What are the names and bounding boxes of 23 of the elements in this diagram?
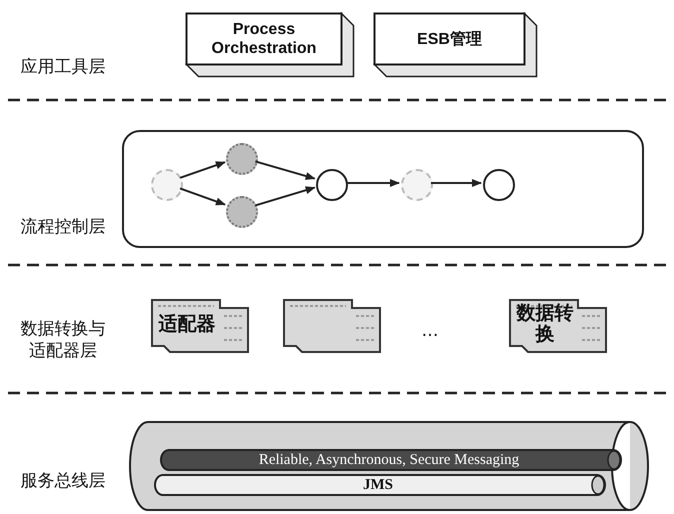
layer-label: 数据转换与适配器层 [20,318,106,362]
flow-node-circle [316,169,348,201]
arrow [180,187,226,206]
layer-label: 应用工具层 [20,56,106,78]
bus-pipe-drawing [128,420,652,512]
arrow [255,160,316,180]
arrow [180,161,226,179]
flow-node-circle [226,196,258,228]
layer-label: 服务总线层 [20,470,106,492]
arrow [431,179,482,187]
tool-box: ESB管理 [373,12,538,78]
arrow [346,179,400,187]
arrow [255,186,316,206]
flow-node-circle [483,169,515,201]
ellipsis-text: … [420,320,440,342]
flow-node-circle [151,169,183,201]
messaging-tube: JMS [154,474,606,496]
flow-node-circle [226,143,258,175]
flow-panel [122,130,644,248]
messaging-tube: Reliable, Asynchronous, Secure Messaging [160,449,622,471]
layer-label: 流程控制层 [20,216,106,238]
tool-box: Process Orchestration [185,12,355,78]
flow-node-circle [401,169,433,201]
